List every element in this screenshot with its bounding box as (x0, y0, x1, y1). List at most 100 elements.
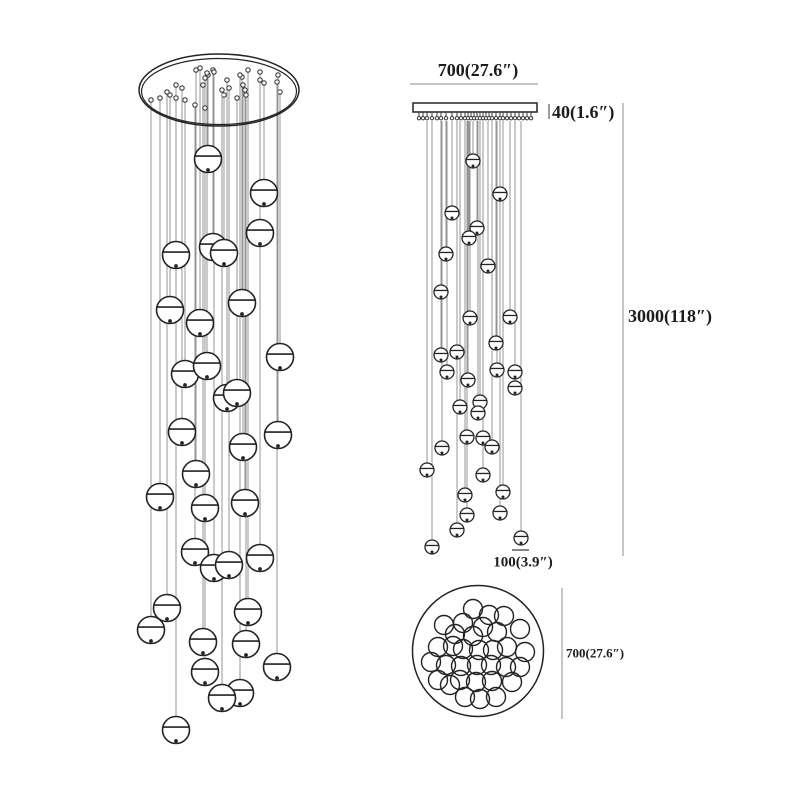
front-elevation-view (412, 102, 538, 555)
drop-height-dimension-label: 3000(118″) (628, 306, 712, 326)
globe-base-dot (220, 707, 224, 711)
globe-base-dot (430, 550, 434, 554)
pendant-globe (145, 482, 175, 512)
globe-base-dot (467, 241, 471, 245)
globe-base-dot (238, 702, 242, 706)
globe-base-dot (183, 383, 187, 387)
globe-outline (462, 310, 478, 326)
globe-base-dot (168, 319, 172, 323)
plan-globe-circle (452, 612, 474, 634)
globe-outline (459, 429, 475, 445)
wire-connector (224, 77, 230, 83)
pendant-globe (209, 238, 239, 268)
pendant-globe (249, 178, 279, 208)
globe-outline (188, 627, 218, 657)
pendant-globe (492, 186, 508, 202)
pendant-globe (460, 372, 476, 388)
wire-connector (182, 97, 188, 103)
globe-outline (190, 657, 220, 687)
wire-connector (202, 105, 208, 111)
pendant-globe (230, 488, 260, 518)
pendant-globe (434, 440, 450, 456)
globe-outline (475, 430, 491, 446)
pendant-globe (462, 310, 478, 326)
plan-globe-circle (496, 636, 518, 658)
globe-base-dot (244, 653, 248, 657)
globe-base-dot (243, 512, 247, 516)
pendant-globe (459, 429, 475, 445)
globe-outline (507, 364, 523, 380)
plan-globe-circle (468, 639, 490, 661)
pendant-globe (459, 507, 475, 523)
globe-base-dot (501, 495, 505, 499)
pendant-globe (444, 205, 460, 221)
plan-globe-circle (466, 654, 488, 676)
globe-base-dot (174, 264, 178, 268)
globe-base-dot (440, 451, 444, 455)
globe-base-dot (466, 383, 470, 387)
globe-base-dot (458, 410, 462, 414)
globe-outline (262, 652, 292, 682)
pendant-globe (193, 144, 223, 174)
globe-outline (180, 537, 210, 567)
globe-base-dot (276, 444, 280, 448)
globe-base-dot (490, 450, 494, 454)
pendant-globe (155, 295, 185, 325)
globe-outline (488, 335, 504, 351)
top-plan-view (411, 584, 545, 718)
wire-connector (243, 92, 249, 98)
wire-connector (173, 95, 179, 101)
pendant-globe (265, 342, 295, 372)
globe-outline (461, 230, 477, 246)
wire-connector (261, 80, 267, 86)
wire-connector (240, 82, 246, 88)
wire-connector (454, 116, 460, 121)
pendant-globe (419, 462, 435, 478)
plan-globe-circle (509, 618, 531, 640)
plan-canopy-circle (411, 584, 545, 718)
globe-base-dot (495, 373, 499, 377)
wire-connector (219, 87, 225, 93)
pendant-globe (263, 420, 293, 450)
wire-connector (520, 116, 526, 121)
pendant-globe (222, 378, 252, 408)
globe-outline (193, 144, 223, 174)
wire-connector (493, 116, 499, 121)
wire-connector (458, 116, 464, 121)
globe-base-dot (494, 346, 498, 350)
globe-base-dot (262, 202, 266, 206)
globe-outline (465, 153, 481, 169)
pendant-globe (488, 335, 504, 351)
wire-connector (204, 70, 210, 76)
globe-base-dot (481, 441, 485, 445)
plan-globe-circle (442, 635, 464, 657)
globe-outline (492, 505, 508, 521)
globe-outline (265, 342, 295, 372)
globe-outline (155, 295, 185, 325)
globe-base-dot (425, 473, 429, 477)
plan-globe-circle (450, 655, 472, 677)
wire-connector (234, 95, 240, 101)
pendant-globe (461, 230, 477, 246)
plan-globe-circle (452, 638, 474, 660)
plan-globe-circle (420, 651, 442, 673)
globe-outline (460, 372, 476, 388)
globe-outline (489, 362, 505, 378)
globe-base-dot (212, 577, 216, 581)
globe-outline (207, 683, 237, 713)
canopy-width-dimension-label: 700(27.6″) (437, 60, 519, 80)
globe-outline (433, 347, 449, 363)
globe-outline (263, 420, 293, 450)
globe-base-dot (149, 639, 153, 643)
globe-base-dot (180, 441, 184, 445)
globe-base-dot (508, 320, 512, 324)
globe-outline (209, 238, 239, 268)
plan-globe-circle (462, 625, 484, 647)
globe-base-dot (450, 216, 454, 220)
globe-outline (469, 220, 485, 236)
globe-outline (470, 405, 486, 421)
pendant-globe (152, 593, 182, 623)
globe-outline (231, 629, 261, 659)
globe-outline (484, 439, 500, 455)
